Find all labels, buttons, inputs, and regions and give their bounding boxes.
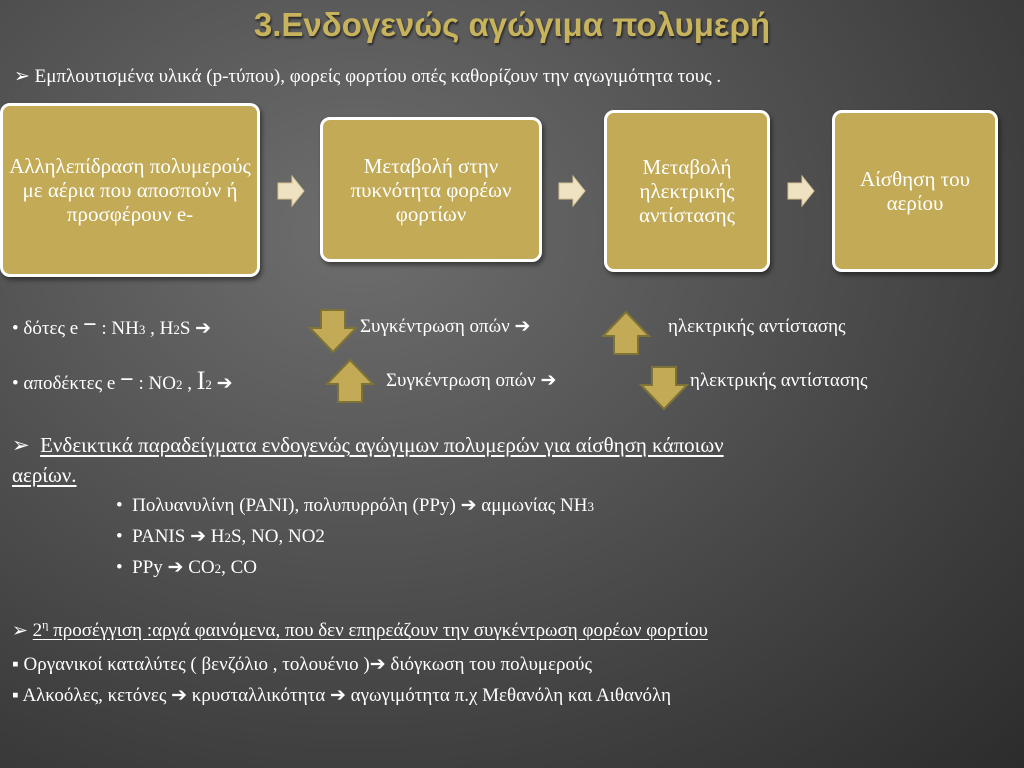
arrow-icon: ➔	[329, 685, 346, 706]
example-item: • Πολυανυλίνη (PANI), πολυπυρρόλη (PPy) …	[116, 495, 594, 516]
up-arrow-icon	[601, 310, 651, 355]
note-item: ▪ Οργανικοί καταλύτες ( βενζόλιο , τολου…	[12, 654, 592, 675]
approach2-line: ➢ 2η προσέγγιση :αργά φαινόμενα, που δεν…	[12, 618, 708, 642]
donors-line: • δότες e − : NH3 , H2S ➔	[12, 312, 212, 339]
arrow-icon: ➔	[171, 685, 188, 706]
note-item: ▪ Αλκοόλες, κετόνες ➔ κρυσταλλικότητα ➔ …	[12, 685, 672, 706]
donors-resistance: ηλεκτρικής αντίστασης	[668, 316, 846, 337]
slide-title: 3.Ενδογενώς αγώγιμα πολυμερή	[253, 6, 771, 43]
example-item: • PPy ➔ CO2, CO	[116, 557, 258, 578]
up-arrow-icon	[325, 358, 375, 403]
examples-bullet: ➢	[12, 433, 30, 457]
flow-box-label: Μεταβολή στην πυκνότητα φορέων φορτίων	[350, 153, 512, 226]
arrow-icon: ➔	[216, 373, 233, 394]
approach2-bullet: ➢	[12, 620, 28, 642]
flow-arrow-icon	[558, 174, 586, 208]
arrow-icon: ➔	[540, 370, 557, 391]
down-arrow-icon	[639, 366, 689, 411]
arrow-icon: ➔	[167, 557, 184, 578]
intro-bullet: ➢	[14, 66, 30, 87]
flow-arrow-icon	[277, 174, 305, 208]
flow-box-resistance: Μεταβολή ηλεκτρικής αντίστασης	[604, 110, 770, 272]
arrow-icon: ➔	[195, 318, 212, 339]
flow-box-interaction: Αλληλεπίδραση πολυμερούς με αέρια που απ…	[0, 103, 260, 277]
arrow-icon: ➔	[369, 654, 386, 675]
flow-box-density: Μεταβολή στην πυκνότητα φορέων φορτίων	[320, 117, 542, 262]
arrow-icon: ➔	[514, 316, 531, 337]
flow-box-label: Μεταβολή ηλεκτρικής αντίστασης	[639, 155, 735, 227]
intro-text: Εμπλουτισμένα υλικά (p-τύπου), φορείς φο…	[34, 66, 722, 87]
intro-line: ➢ Εμπλουτισμένα υλικά (p-τύπου), φορείς …	[14, 66, 721, 88]
examples-heading: ➢ Ενδεικτικά παραδείγματα ενδογενώς αγώγ…	[12, 433, 724, 487]
acceptors-line: • αποδέκτες e − : NO2 , I2 ➔	[12, 366, 233, 395]
down-arrow-icon	[308, 309, 358, 354]
donors-concentration: Συγκέντρωση οπών ➔	[360, 316, 531, 337]
flow-box-sensing: Αίσθηση του αερίου	[832, 110, 998, 272]
flow-box-label: Αλληλεπίδραση πολυμερούς με αέρια που απ…	[9, 154, 251, 226]
flow-arrow-icon	[787, 174, 815, 208]
acceptors-concentration: Συγκέντρωση οπών ➔	[386, 370, 557, 391]
flow-box-label: Αίσθηση του αερίου	[859, 167, 971, 215]
acceptors-resistance: ηλεκτρικής αντίστασης	[690, 370, 868, 391]
arrow-icon: ➔	[190, 526, 206, 547]
arrow-icon: ➔	[460, 495, 477, 516]
example-item: • PANIS ➔ H2S, NO, NO2	[116, 526, 325, 547]
